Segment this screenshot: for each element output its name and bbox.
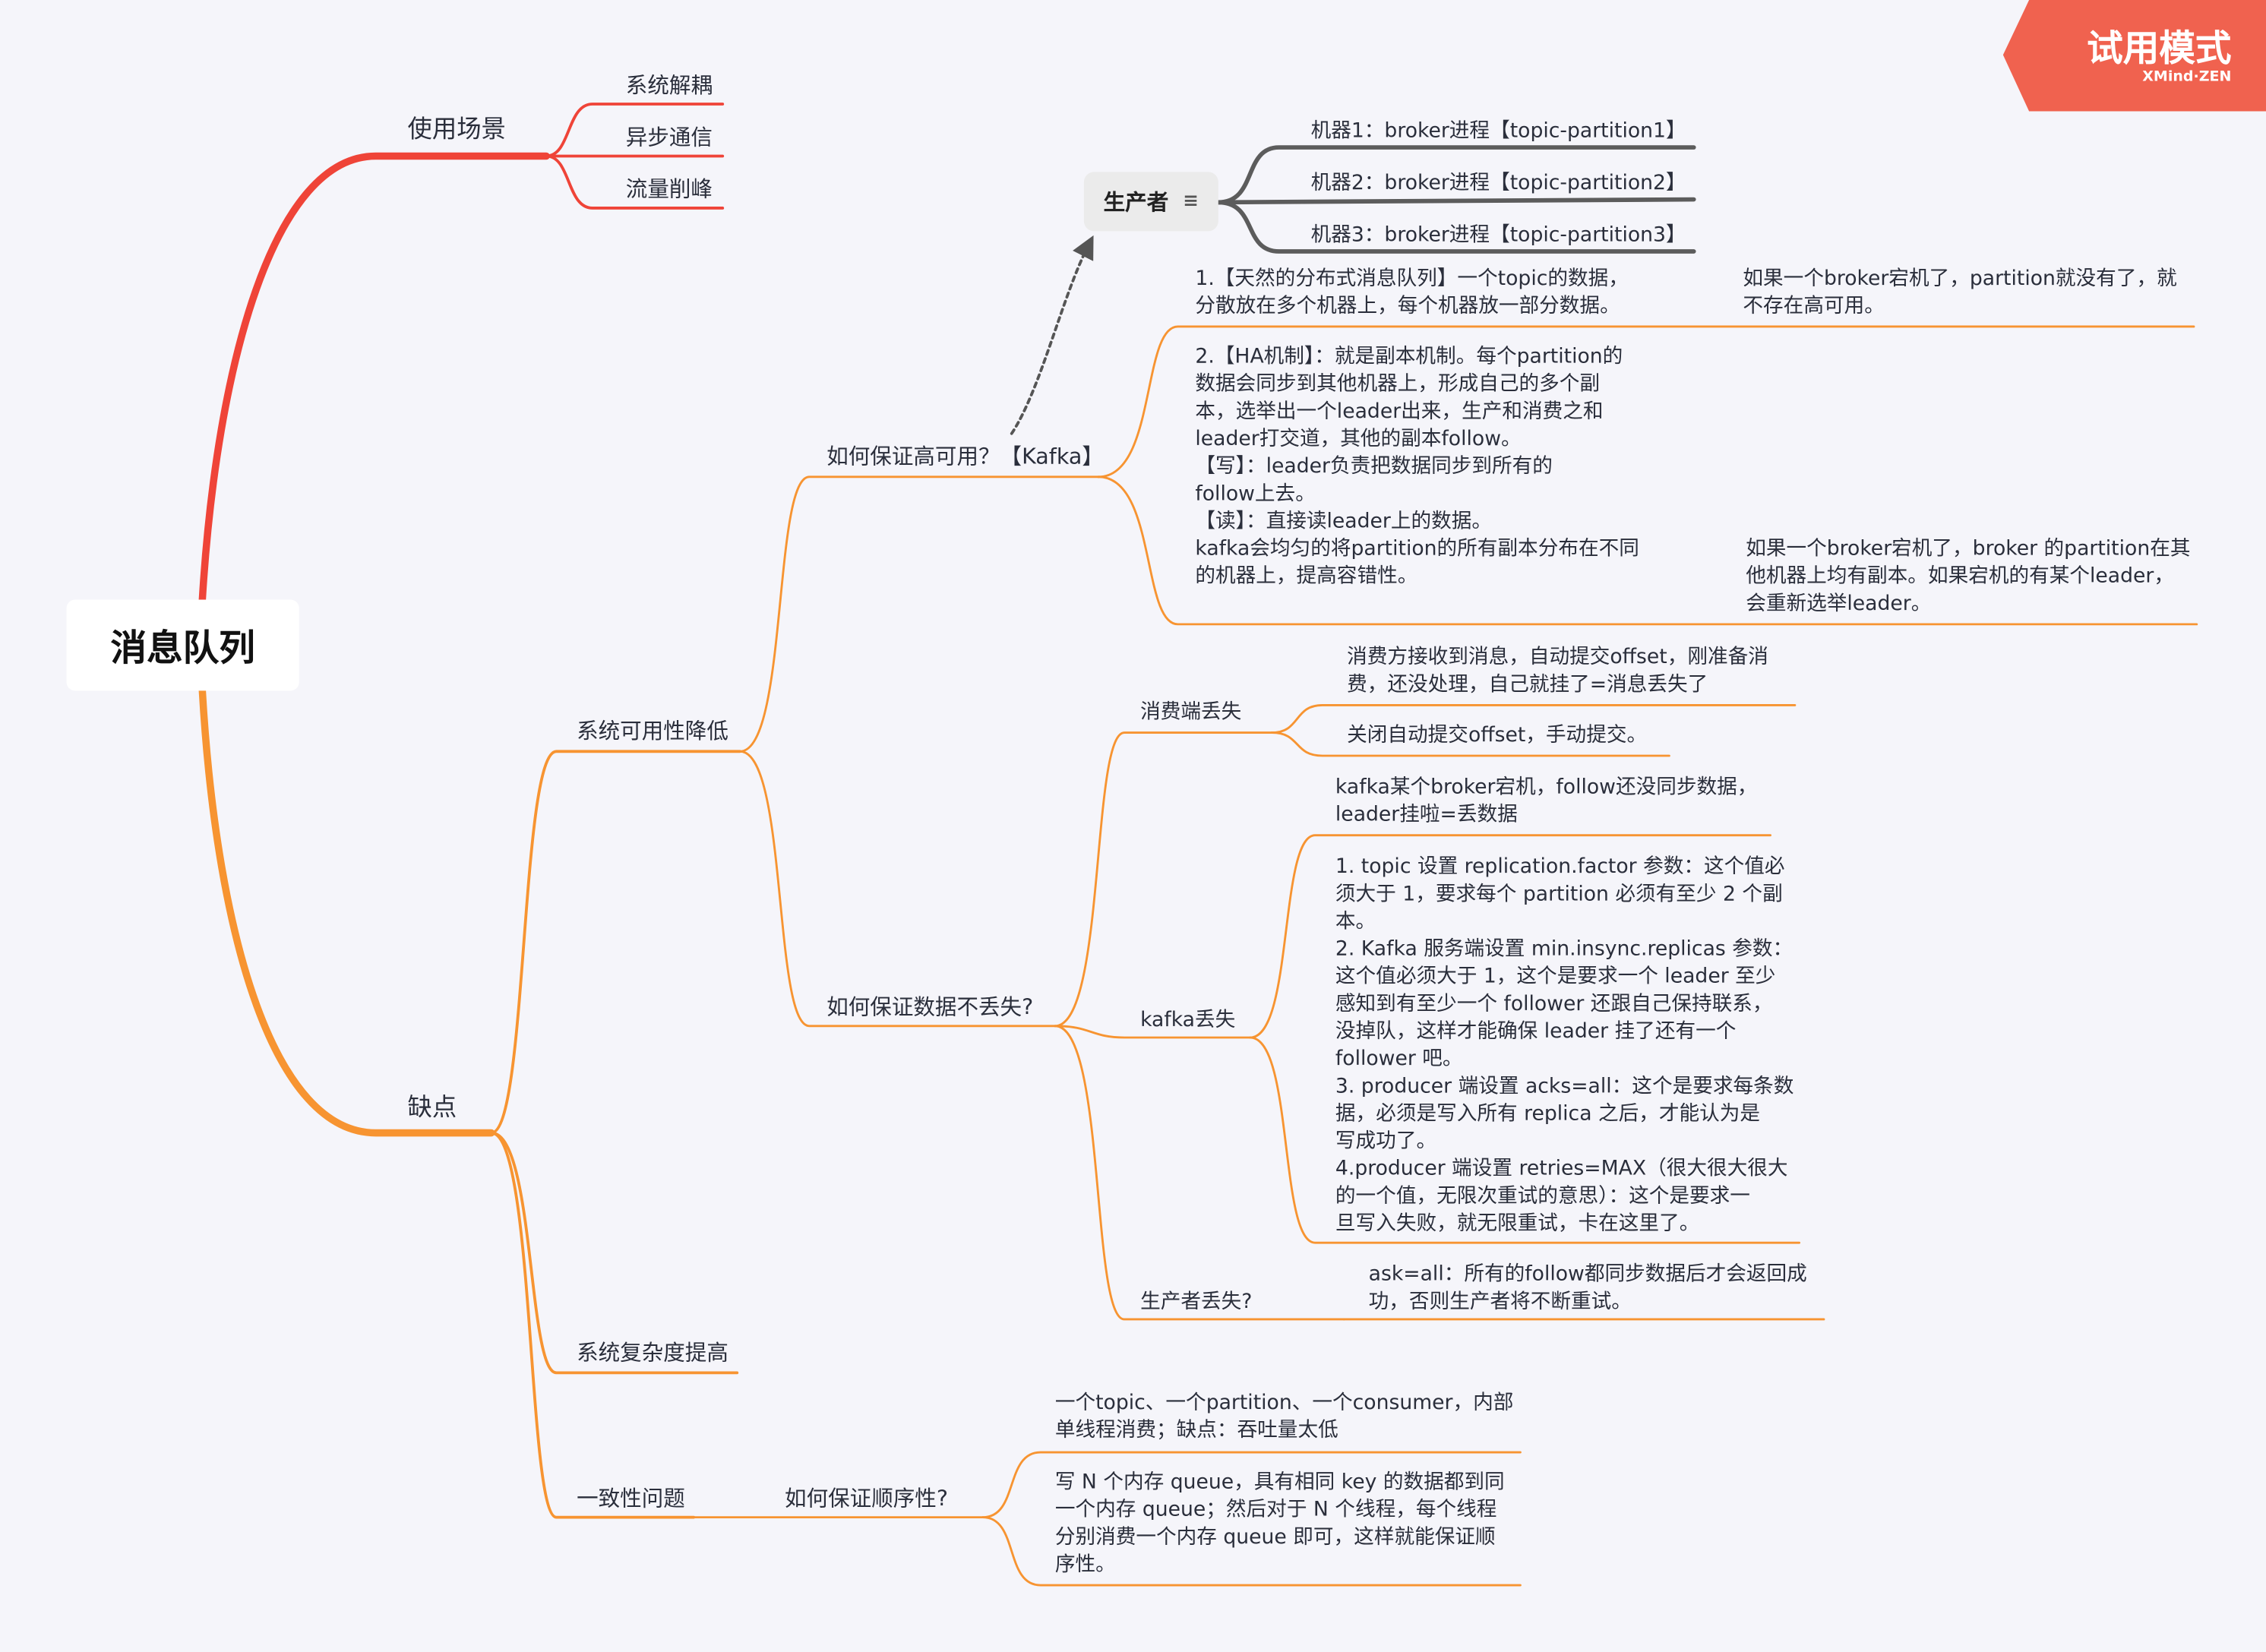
topic-consistency[interactable]: 一致性问题 [577, 1485, 685, 1512]
topic-complexity[interactable]: 系统复杂度提高 [577, 1339, 728, 1366]
topic-kafka-loss-fix[interactable]: 1. topic 设置 replication.factor 参数：这个值必 须… [1335, 855, 1794, 1236]
topic-availability[interactable]: 系统可用性降低 [577, 718, 728, 744]
topic-decoupling[interactable]: 系统解耦 [625, 72, 713, 99]
topic-machine-1[interactable]: 机器1：broker进程【topic-partition1】 [1310, 119, 1686, 144]
topic-ordering[interactable]: 如何保证顺序性? [785, 1485, 948, 1512]
topic-consumer-loss-fix[interactable]: 关闭自动提交offset，手动提交。 [1347, 724, 1648, 747]
edge-root-usecases [198, 152, 550, 604]
topic-ordering-1[interactable]: 一个topic、一个partition、一个consumer，内部 单线程消费；… [1054, 1391, 1514, 1442]
topic-producer-loss-fix[interactable]: ask=all：所有的follow都同步数据后才会返回成 功，否则生产者将不断重… [1368, 1262, 1807, 1314]
topic-ha-point-1-note[interactable]: 如果一个broker宕机了，partition就没有了，就 不存在高可用。 [1743, 267, 2177, 318]
badge-title: 试用模式 [2087, 27, 2232, 70]
topic-producer-loss[interactable]: 生产者丢失? [1140, 1290, 1253, 1314]
notes-icon: ≡ [1183, 191, 1199, 213]
topic-producer[interactable]: 生产者 ≡ [1083, 172, 1218, 232]
topic-no-data-loss[interactable]: 如何保证数据不丢失? [826, 993, 1034, 1021]
topic-peak-shaving[interactable]: 流量削峰 [625, 176, 713, 203]
topic-high-availability[interactable]: 如何保证高可用？【Kafka】 [826, 444, 1104, 470]
topic-machine-2[interactable]: 机器2：broker进程【topic-partition2】 [1310, 172, 1686, 195]
topic-async[interactable]: 异步通信 [625, 124, 713, 150]
topic-consumer-loss-cause[interactable]: 消费方接收到消息，自动提交offset，刚准备消 费，还没处理，自己就挂了=消息… [1347, 646, 1768, 697]
topic-kafka-loss[interactable]: kafka丢失 [1140, 1008, 1236, 1032]
topic-ha-point-2-note[interactable]: 如果一个broker宕机了，broker 的partition在其 他机器上均有… [1746, 537, 2191, 616]
topic-ha-point-1[interactable]: 1.【天然的分布式消息队列】一个topic的数据， 分散放在多个机器上，每个机器… [1195, 267, 1629, 318]
edge-root-drawbacks [198, 687, 495, 1137]
topic-consumer-loss[interactable]: 消费端丢失 [1140, 700, 1242, 725]
relationship-arrow [1010, 235, 1094, 435]
topic-machine-3[interactable]: 机器3：broker进程【topic-partition3】 [1310, 223, 1686, 248]
topic-use-cases[interactable]: 使用场景 [407, 115, 506, 145]
topic-ordering-2[interactable]: 写 N 个内存 queue，具有相同 key 的数据都到同 一个内存 queue… [1054, 1470, 1505, 1577]
producer-label: 生产者 [1103, 189, 1169, 216]
central-topic[interactable]: 消息队列 [66, 599, 299, 691]
badge-subtitle: XMind·ZEN [2142, 69, 2232, 86]
topic-drawbacks[interactable]: 缺点 [407, 1094, 457, 1123]
trial-badge[interactable] [2002, 0, 2266, 112]
topic-ha-point-2[interactable]: 2.【HA机制】：就是副本机制。每个partition的 数据会同步到其他机器上… [1195, 345, 1639, 589]
topic-kafka-loss-cause[interactable]: kafka某个broker宕机，follow还没同步数据， leader挂啦=丢… [1335, 775, 1758, 827]
